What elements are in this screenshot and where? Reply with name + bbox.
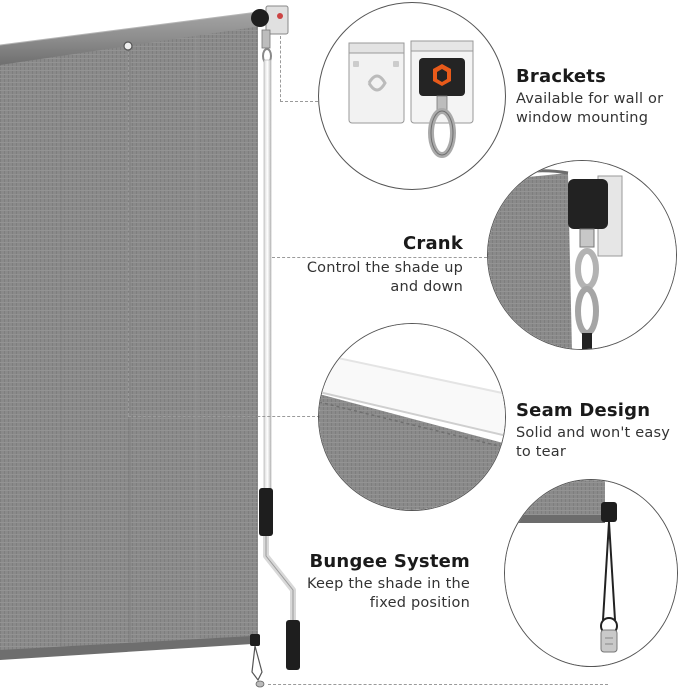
crank-title: Crank xyxy=(402,233,463,254)
bungee-title: Bungee System xyxy=(309,551,470,572)
seam-desc-line2: to tear xyxy=(516,444,567,460)
top-bracket xyxy=(251,5,289,64)
brackets-desc-line1: Available for wall or xyxy=(516,91,664,107)
bungee-description: Keep the shade in the fixed position xyxy=(307,575,470,613)
seam-description: Solid and won't easy to tear xyxy=(516,424,670,462)
brackets-desc-line2: window mounting xyxy=(516,110,649,126)
seam-title: Seam Design xyxy=(516,400,651,421)
bungee-desc-line1: Keep the shade in the xyxy=(306,576,470,592)
shade-fabric xyxy=(0,22,258,655)
leader-brackets-vertical xyxy=(280,36,281,102)
leader-brackets-horizontal xyxy=(280,101,318,102)
leader-crank xyxy=(272,257,487,258)
brackets-detail-circle xyxy=(318,2,506,190)
roller-tube xyxy=(0,11,262,65)
grommet xyxy=(123,41,133,51)
leader-seam-horizontal xyxy=(128,416,320,417)
bottom-hem xyxy=(0,636,252,660)
bungee-detail-circle xyxy=(504,479,678,667)
seam-detail-circle xyxy=(318,323,506,511)
seam-desc-line1: Solid and won't easy xyxy=(516,425,670,441)
bottom-bungee xyxy=(250,634,265,688)
crank-detail-circle xyxy=(487,160,677,350)
crank-pole xyxy=(259,59,300,670)
crank-desc-line2: and down xyxy=(390,279,463,295)
brackets-title: Brackets xyxy=(516,66,607,87)
brackets-description: Available for wall or window mounting xyxy=(516,90,663,128)
leader-bungee xyxy=(268,684,608,685)
crank-description: Control the shade up and down xyxy=(307,259,463,297)
leader-seam-vertical xyxy=(128,52,129,416)
bungee-desc-line2: fixed position xyxy=(369,595,470,611)
crank-desc-line1: Control the shade up xyxy=(306,260,463,276)
